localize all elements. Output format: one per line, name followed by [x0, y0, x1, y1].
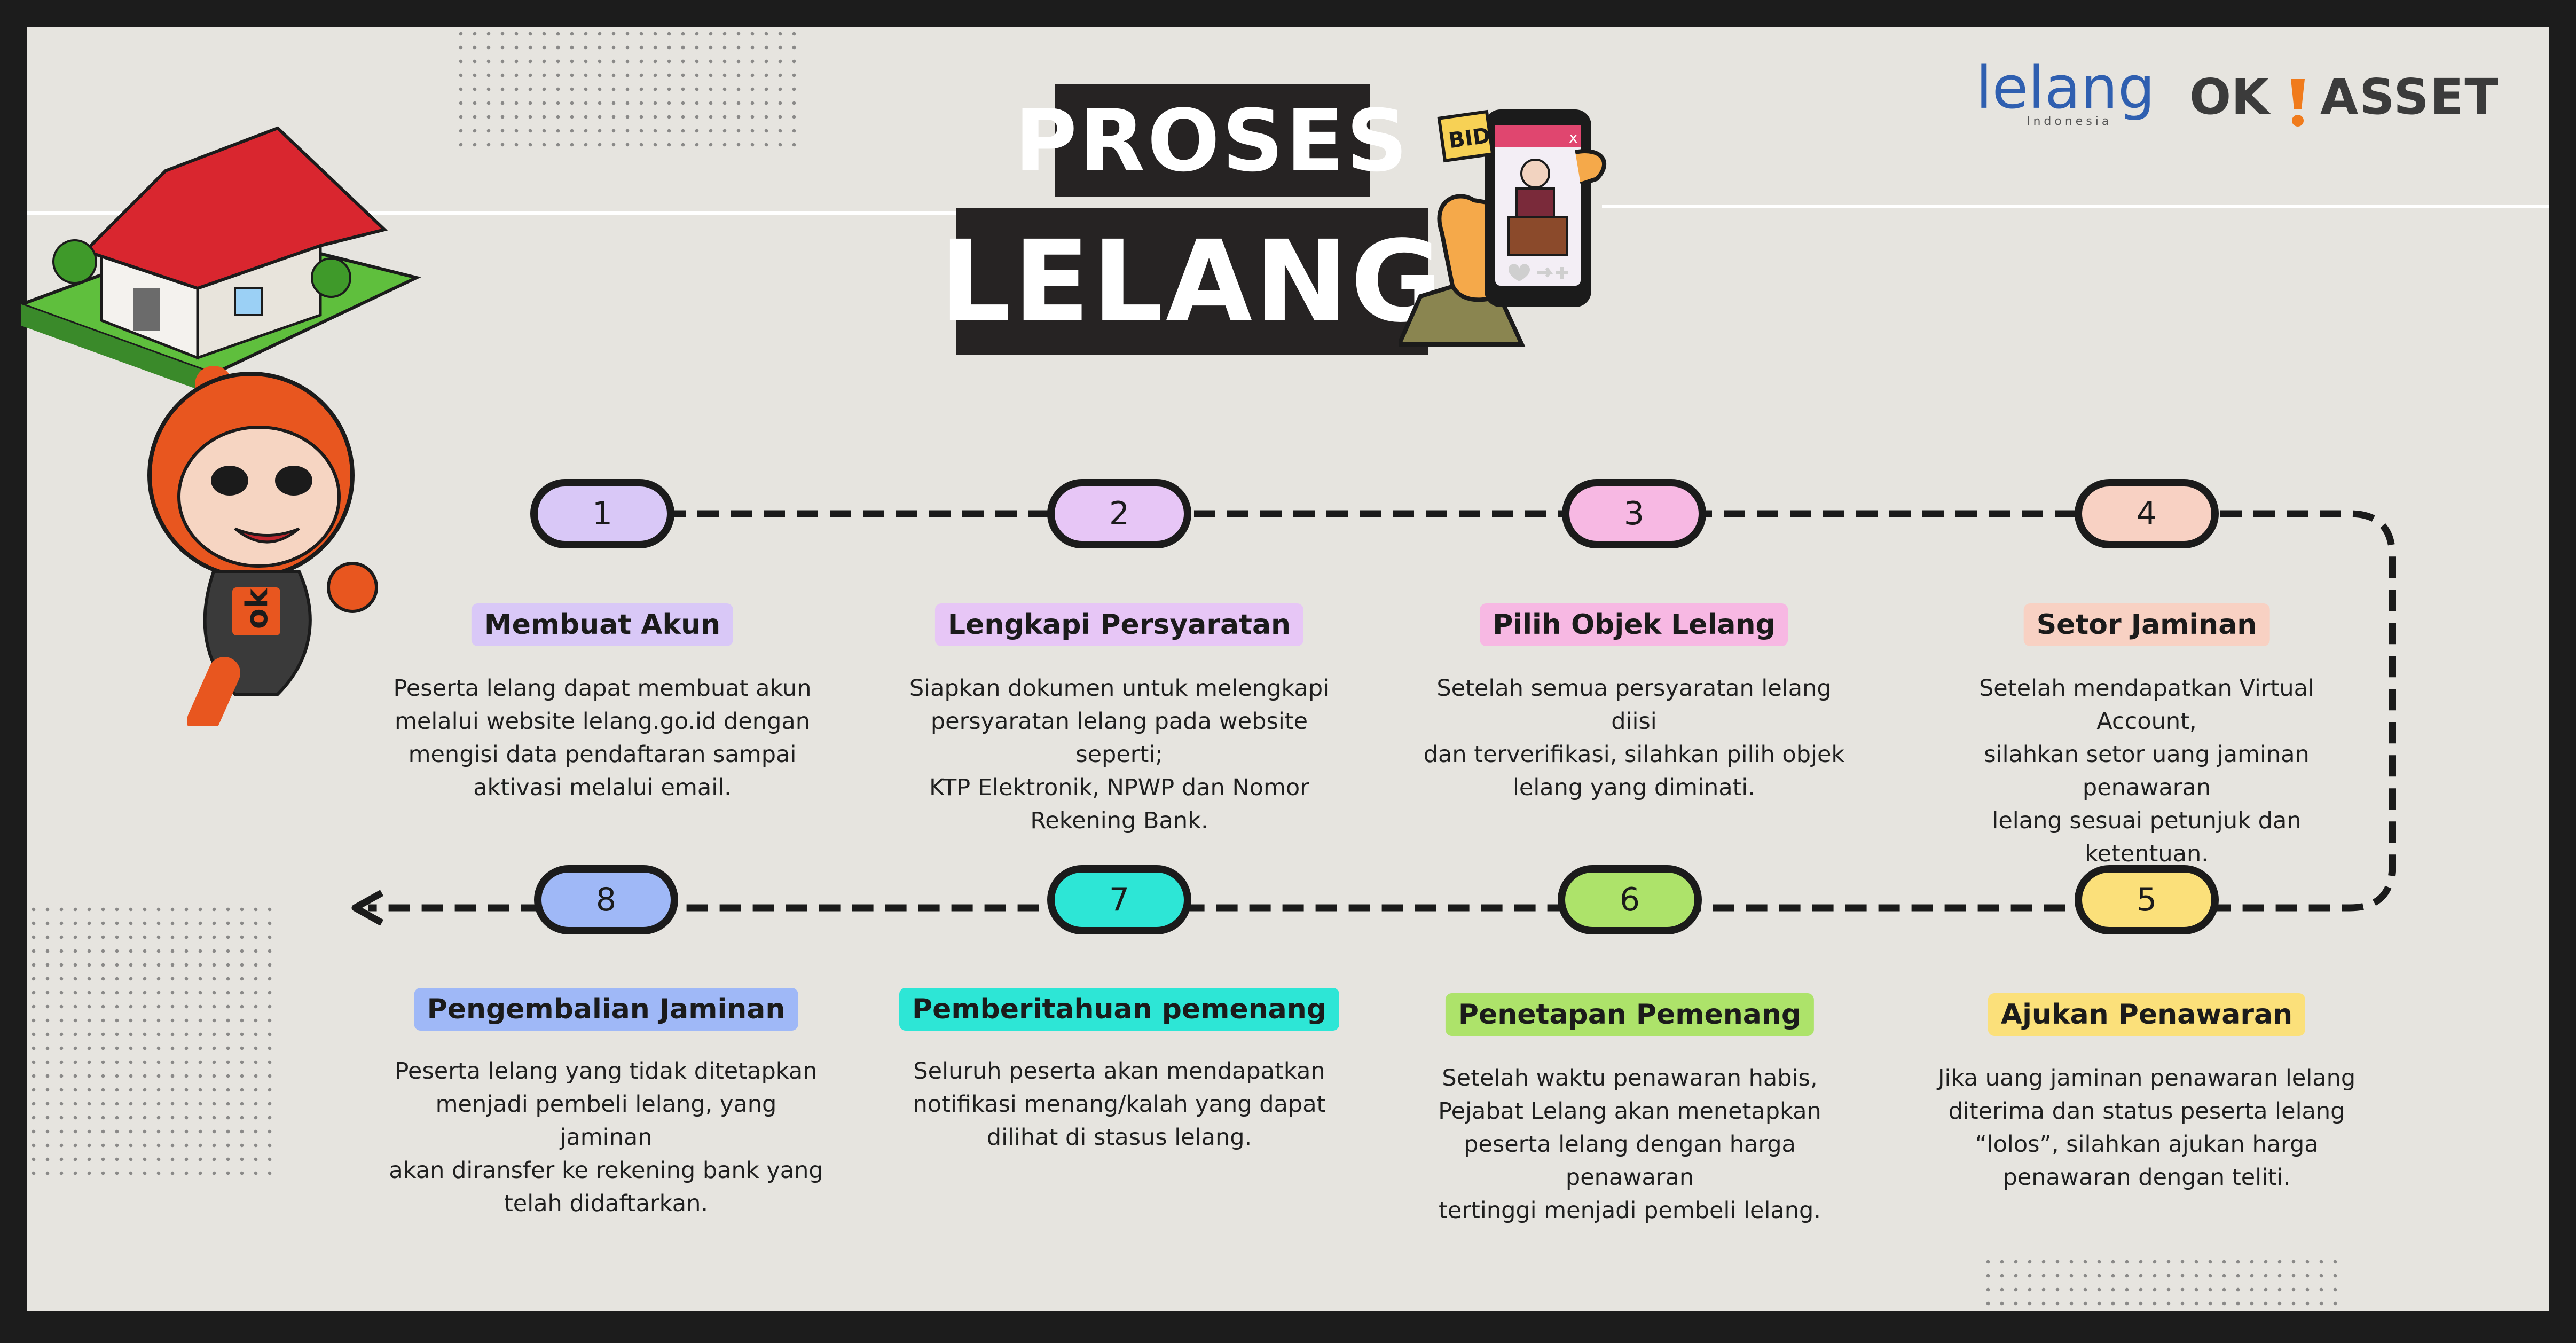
auction-podium	[1507, 216, 1568, 256]
step-title-6: Penetapan Pemenang	[1445, 993, 1815, 1036]
exclamation-logo-icon	[2291, 79, 2305, 127]
step-title-7: Pemberitahuan pemenang	[899, 988, 1340, 1031]
step-description-line: Setelah mendapatkan Virtual Account,	[1979, 675, 2314, 735]
step-description-7: Seluruh peserta akan mendapatkan notifika…	[900, 1055, 1338, 1154]
plus-icon	[1556, 267, 1568, 279]
step-description-line: notifikasi menang/kalah yang dapat	[913, 1091, 1326, 1118]
step-description-line: tertinggi menjadi pembeli lelang.	[1439, 1197, 1821, 1224]
mascot-badge-box	[232, 587, 280, 635]
step-description-line: Setelah semua persyaratan lelang diisi	[1436, 675, 1832, 735]
step-title-4: Setor Jaminan	[2023, 603, 2270, 646]
lelang-logo-subtitle: Indonesia	[2027, 115, 2112, 128]
step-description-line: peserta lelang dengan harga penawaran	[1464, 1131, 1796, 1191]
mascot-mouth	[234, 527, 300, 544]
asset-logo: ASSET	[2320, 68, 2500, 125]
flow-arrowhead-icon	[351, 890, 384, 926]
share-icon	[1537, 267, 1553, 278]
auctioneer-body	[1515, 187, 1555, 222]
tree-left	[52, 239, 97, 284]
lelang-logo: lelang	[1976, 53, 2155, 122]
phone-screen-header	[1495, 125, 1581, 147]
step-description-line: dan terverifikasi, silahkan pilih objek	[1423, 741, 1845, 768]
bid-tag-box	[1437, 109, 1495, 163]
step-description-line: diterima dan status peserta lelang	[1948, 1098, 2345, 1125]
step-number-4: 4	[2075, 479, 2219, 548]
step-description-line: dilihat di stasus lelang.	[986, 1124, 1252, 1151]
step-description-line: persyaratan lelang pada website seperti;	[930, 708, 1308, 768]
step-description-line: menjadi pembeli lelang, yang jaminan	[435, 1091, 777, 1151]
step-description-3: Setelah semua persyaratan lelang diisi da…	[1415, 672, 1853, 804]
step-description-line: Rekening Bank.	[1030, 807, 1208, 834]
step-description-line: “lolos”, silahkan ajukan harga	[1975, 1131, 2319, 1158]
step-description-line: Seluruh peserta akan mendapatkan	[913, 1058, 1325, 1085]
tree-right	[311, 257, 351, 298]
step-description-line: Pejabat Lelang akan menetapkan	[1438, 1098, 1821, 1125]
title-lelang: LELANG	[940, 208, 1442, 355]
dot-pattern-top	[454, 27, 801, 155]
step-description-line: Jika uang jaminan penawaran lelang	[1937, 1065, 2356, 1091]
step-description-line: Peserta lelang yang tidak ditetapkan	[395, 1058, 818, 1085]
step-number-3: 3	[1562, 479, 1706, 548]
step-description-line: telah didaftarkan.	[504, 1190, 709, 1217]
step-number-1: 1	[530, 479, 674, 548]
step-title-5: Ajukan Penawaran	[1988, 993, 2306, 1036]
step-description-line: lelang sesuai petunjuk dan ketentuan.	[1992, 807, 2302, 867]
step-description-4: Setelah mendapatkan Virtual Account,sila…	[1928, 672, 2366, 870]
bid-tag: BID	[1447, 123, 1492, 153]
step-number-5: 5	[2075, 865, 2219, 934]
step-number-6: 6	[1558, 865, 1702, 934]
mascot-leg	[187, 657, 240, 726]
step-description-line: KTP Elektronik, NPWP dan Nomor	[929, 774, 1309, 801]
step-description-line: penawaran dengan teliti.	[2002, 1164, 2291, 1191]
step-number-8: 8	[534, 865, 678, 934]
bid-phone-illustration: x BID	[1399, 109, 1607, 347]
step-description-line: Peserta lelang dapat membuat akun	[393, 675, 812, 702]
ok-logo: OK	[2189, 68, 2269, 125]
mascot-with-house-illustration: ok	[21, 126, 421, 726]
step-description-line: akan diransfer ke rekening bank yang	[389, 1157, 823, 1184]
step-description-line: lelang yang diminati.	[1512, 774, 1756, 801]
step-description-line: aktivasi melalui email.	[473, 774, 732, 801]
step-title-2: Lengkapi Persyaratan	[934, 603, 1304, 646]
decor-line-right	[1602, 205, 2549, 208]
step-description-8: Peserta lelang yang tidak ditetapkan menj…	[387, 1055, 825, 1220]
step-description-2: Siapkan dokumen untuk melengkapi persyara…	[900, 672, 1338, 837]
step-description-line: Setelah waktu penawaran habis,	[1442, 1065, 1818, 1091]
step-description-line: Siapkan dokumen untuk melengkapi	[909, 675, 1330, 702]
step-description-line: silahkan setor uang jaminan penawaran	[1984, 741, 2310, 801]
flow-line	[368, 510, 2396, 912]
dot-pattern-left	[27, 902, 272, 1180]
step-description-line: melalui website lelang.go.id dengan	[395, 708, 810, 735]
step-description-6: Setelah waktu penawaran habis, Pejabat Le…	[1411, 1062, 1849, 1227]
house-window	[234, 287, 263, 316]
house-door	[133, 288, 160, 331]
step-number-2: 2	[1047, 479, 1191, 548]
step-title-3: Pilih Objek Lelang	[1480, 603, 1788, 646]
decor-line-left	[27, 211, 988, 215]
mascot-face	[177, 426, 341, 568]
house-roof	[82, 126, 388, 290]
mascot-badge: ok	[240, 588, 274, 629]
dot-pattern-bottom	[1981, 1255, 2344, 1311]
mascot-fist	[327, 562, 378, 613]
step-number-7: 7	[1047, 865, 1191, 934]
thumb-shape	[1575, 149, 1607, 186]
step-title-8: Pengembalian Jaminan	[414, 988, 798, 1031]
step-title-1: Membuat Akun	[471, 603, 734, 646]
close-mark: x	[1569, 129, 1578, 146]
mascot-eye-left	[211, 466, 248, 496]
step-description-1: Peserta lelang dapat membuat akun melalui…	[383, 672, 821, 804]
step-description-line: mengisi data pendaftaran sampai	[408, 741, 797, 768]
title-proses: PROSES	[1015, 84, 1408, 197]
house-lawn-side	[21, 304, 214, 395]
mascot-eye-right	[275, 466, 312, 496]
step-description-5: Jika uang jaminan penawaran lelang diteri…	[1928, 1062, 2366, 1194]
heart-icon	[1509, 264, 1530, 281]
